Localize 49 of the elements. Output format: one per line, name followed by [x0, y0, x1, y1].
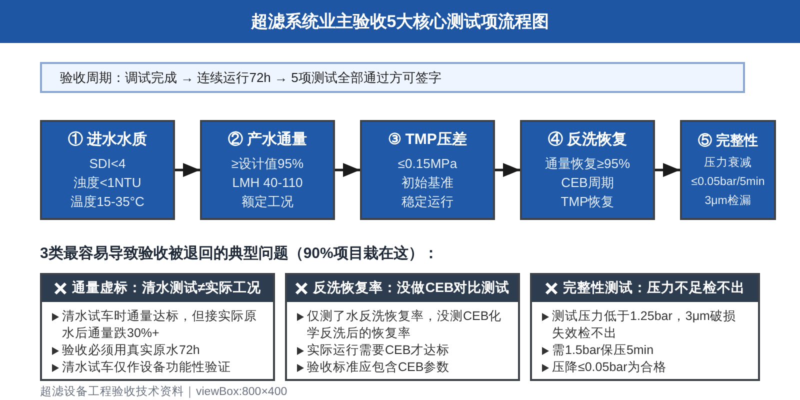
step-detail: CEB周期 — [561, 174, 614, 192]
process-box — [680, 120, 776, 220]
banner-text: 验收周期：调试完成 → 连续运行72h → 5项测试全部通过方可签字 — [60, 68, 442, 87]
info-banner — [40, 62, 745, 93]
step-detail: 浊度<1NTU — [74, 174, 142, 192]
process-box — [360, 120, 495, 220]
problem-card — [40, 273, 275, 381]
bullet-text: 压降≤0.05bar为合格 — [552, 359, 666, 376]
bullet-text: 测试压力低于1.25bar，3μm破损失效检不出 — [552, 308, 737, 342]
problem-card — [530, 273, 760, 381]
step-detail: SDI<4 — [89, 154, 126, 172]
bullet-text: 需1.5bar保压5min — [552, 342, 654, 359]
diagram-title: 超滤系统业主验收5大核心测试项流程图 — [250, 10, 550, 33]
arrow — [655, 163, 680, 177]
bullet-text: 清水试车仅作设备功能性验证 — [62, 359, 231, 376]
step-title: ④ 反洗恢复 — [548, 130, 628, 150]
step-detail: 通量恢复≥95% — [544, 154, 630, 172]
step-detail: 3μm检漏 — [704, 194, 752, 208]
step-detail: 温度15-35°C — [70, 192, 144, 210]
process-box — [520, 120, 655, 220]
bullet-text: 验收必须用真实原水72h — [62, 342, 200, 359]
section-heading: 3类最容易导致验收被退回的典型问题（90%项目栽在这）： — [40, 244, 438, 264]
step-detail: 额定工况 — [242, 192, 294, 210]
step-title: ② 产水通量 — [228, 130, 308, 150]
bullet-text: 验收标准应包含CEB参数 — [307, 359, 450, 376]
step-detail: ≥设计值95% — [231, 154, 304, 172]
problem-card — [285, 273, 520, 381]
process-box — [40, 120, 175, 220]
step-detail: 稳定运行 — [402, 192, 454, 210]
bullet-text: 清水试车时通量达标，但接实际原水后通量跌30%+ — [62, 308, 258, 342]
process-box — [200, 120, 335, 220]
card-title: 反洗恢复率：没做CEB对比测试 — [313, 279, 510, 298]
step-detail: ≤0.05bar/5min — [691, 174, 765, 190]
step-title: ⑤ 完整性 — [698, 130, 758, 150]
arrow — [335, 163, 360, 177]
card-title: 通量虚标：清水测试≠实际工况 — [72, 279, 262, 298]
step-detail: ≤0.15MPa — [398, 154, 458, 172]
step-detail: LMH 40-110 — [232, 174, 303, 192]
arrow — [175, 163, 200, 177]
step-detail: 压力衰减 — [704, 155, 752, 170]
footer-note: 超滤设备工程验收技术资料｜viewBox:800×400 — [40, 384, 288, 400]
arrow — [495, 163, 520, 177]
step-detail: 初始基准 — [402, 174, 454, 192]
step-title: ③ TMP压差 — [388, 130, 467, 150]
step-title: ① 进水水质 — [68, 130, 148, 150]
step-detail: TMP恢复 — [560, 192, 614, 210]
card-title: 完整性测试：压力不足检不出 — [563, 279, 745, 298]
bullet-text: 仅测了水反洗恢复率，没测CEB化学反洗后的恢复率 — [307, 308, 503, 342]
bullet-text: 实际运行需要CEB才达标 — [307, 342, 450, 359]
